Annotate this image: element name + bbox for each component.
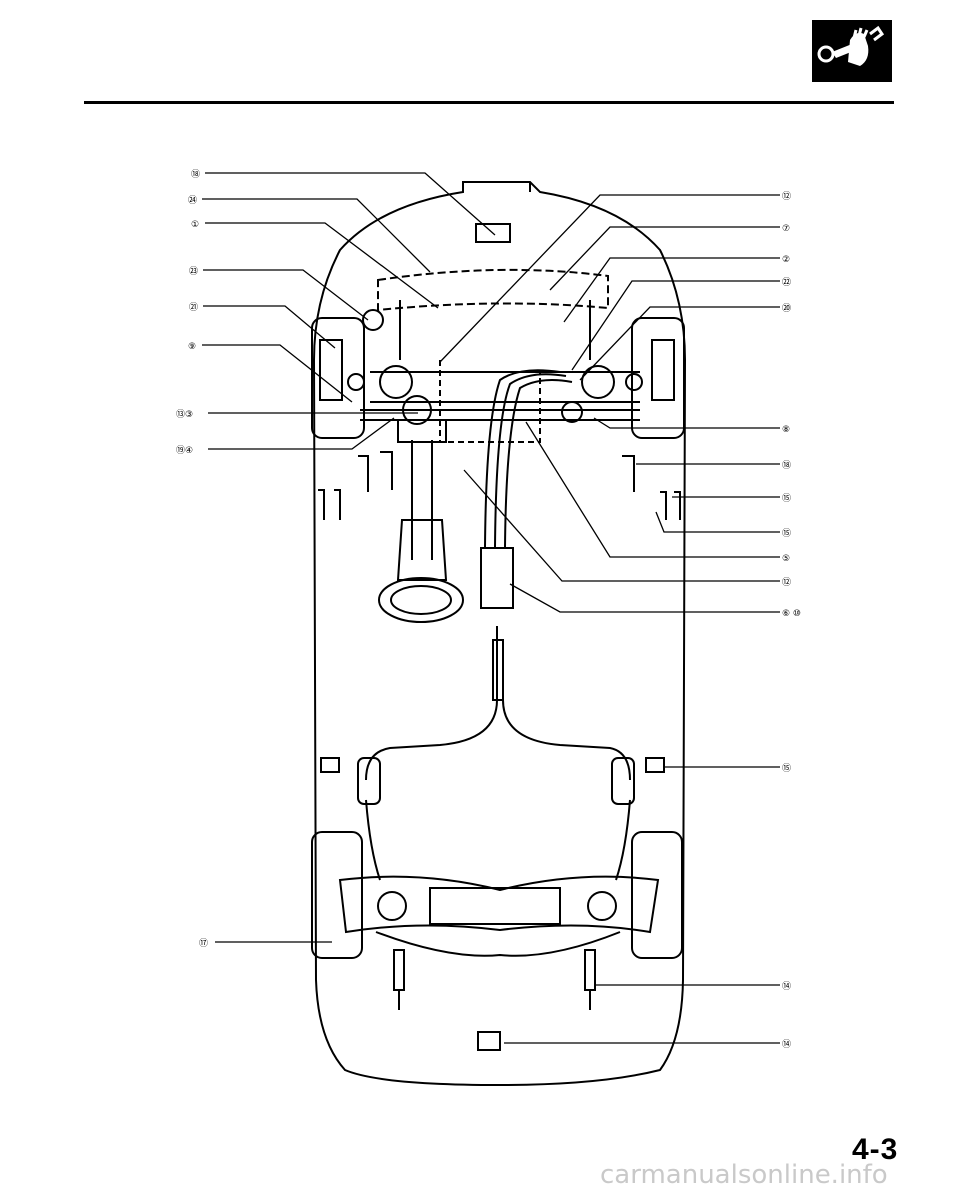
callout-left-7: ⑬③ (176, 409, 193, 420)
callout-left-3: ① (191, 220, 199, 230)
callout-right-8: ⑮ (782, 493, 791, 504)
car-body-outline (311, 181, 687, 1087)
callout-left-1: ⑱ (191, 169, 200, 180)
callout-right-10: ⑤ (782, 554, 790, 564)
callout-left-9: ⑰ (199, 938, 208, 949)
callout-right-5: ⑳ (782, 303, 791, 314)
callout-left-8: ⑲④ (176, 445, 193, 456)
callout-right-9: ⑮ (782, 528, 791, 539)
page-number: 4-3 (852, 1133, 899, 1166)
callout-right-3: ② (782, 255, 790, 265)
callout-right-6: ⑧ (782, 425, 790, 435)
footer-watermark: carmanualsonline.info (600, 1160, 888, 1190)
header-rule (84, 101, 894, 104)
callout-right-2: ⑦ (782, 224, 790, 234)
callout-right-1: ⑫ (782, 191, 791, 202)
callout-left-5: ㉑ (189, 302, 198, 313)
callout-right-11: ⑫ (782, 577, 791, 588)
callout-left-4: ㉓ (189, 266, 198, 277)
left-callouts: ⑱ ㉔ ① ㉓ ㉑ ⑨ ⑬③ ⑲④ ⑰ (176, 169, 208, 949)
right-callouts: ⑫ ⑦ ② ㉒ ⑳ ⑧ ⑱ ⑮ ⑮ ⑤ ⑫ ⑥ ⑩ ⑮ ⑭ ⑭ (782, 191, 801, 1050)
callout-right-12: ⑥ ⑩ (782, 609, 801, 619)
leader-lines (202, 172, 780, 1044)
callout-right-14: ⑭ (782, 981, 791, 992)
wrench-hand-icon (812, 20, 892, 82)
callout-right-7: ⑱ (782, 460, 791, 471)
callout-right-13: ⑮ (782, 763, 791, 774)
callout-left-6: ⑨ (188, 342, 196, 352)
callout-right-4: ㉒ (782, 277, 791, 288)
callout-left-2: ㉔ (188, 195, 197, 206)
callout-right-15: ⑭ (782, 1039, 791, 1050)
